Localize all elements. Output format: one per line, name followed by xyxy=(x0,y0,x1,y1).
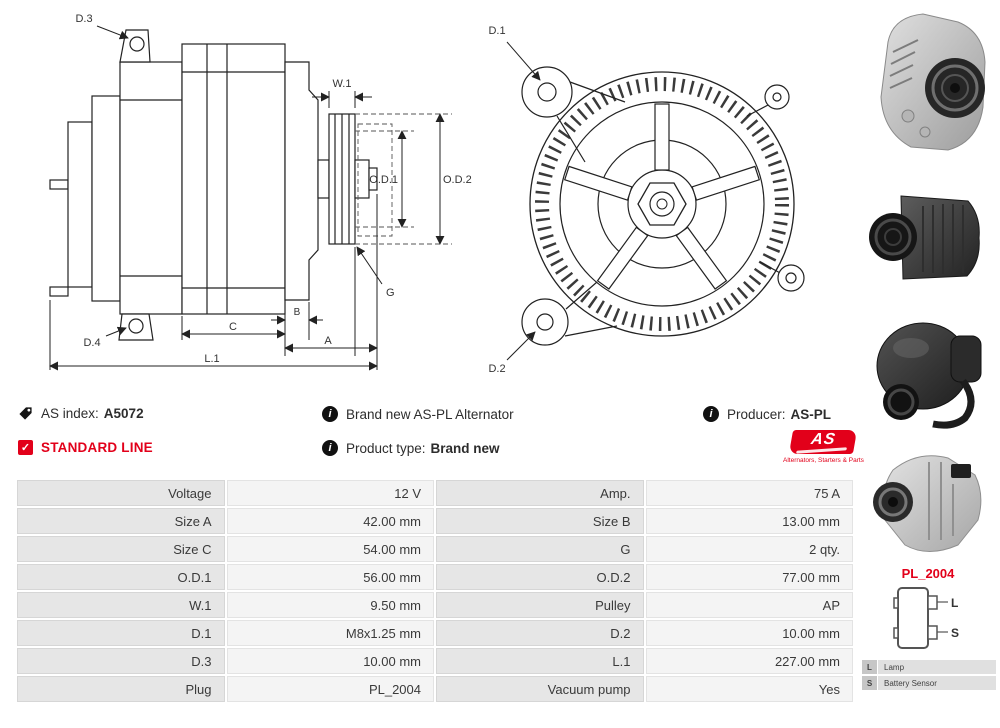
spec-cell-value: 10.00 mm xyxy=(226,648,434,674)
spec-cell-label: Voltage xyxy=(17,480,225,506)
spec-cell-value: PL_2004 xyxy=(226,676,434,702)
spec-cell-label: D.2 xyxy=(436,620,644,646)
side-view-drawing: D.3 W.1 O.D.1 O.D.2 G D.4 C B A L.1 xyxy=(49,13,472,371)
product-type-value: Brand new xyxy=(430,440,500,456)
spec-cell-label: Pulley xyxy=(436,592,644,618)
spec-cell-value: 9.50 mm xyxy=(226,592,434,618)
spec-cell-value: 77.00 mm xyxy=(645,564,853,590)
spec-cell-label: Plug xyxy=(17,676,225,702)
as-pl-logo-tagline: Alternators, Starters & Parts xyxy=(783,457,864,464)
spec-cell-label: O.D.1 xyxy=(17,564,225,590)
spec-cell-value: 2 qty. xyxy=(645,536,853,562)
spec-cell-value: Yes xyxy=(645,676,853,702)
front-dimension-leaders xyxy=(506,41,541,361)
plug-pin-bottom-label: S xyxy=(951,626,959,640)
plug-pin-top-label: L xyxy=(951,596,958,610)
alternator-front-body xyxy=(521,66,805,346)
info-icon: i xyxy=(322,440,338,456)
description-text: Brand new AS-PL Alternator xyxy=(346,406,514,422)
dimension-lines xyxy=(49,25,445,371)
producer: i Producer: AS-PL xyxy=(703,406,831,422)
as-index-value: A5072 xyxy=(103,406,144,421)
product-photo-rear-plug xyxy=(873,455,982,552)
product-photo-side xyxy=(869,195,980,280)
spec-cell-label: D.3 xyxy=(17,648,225,674)
dim-label-g: G xyxy=(386,287,395,299)
standard-line-badge: ✓ STANDARD LINE xyxy=(18,440,153,455)
plug-code: PL_2004 xyxy=(901,566,955,581)
spec-cell-value: 13.00 mm xyxy=(645,508,853,534)
spec-cell-label: G xyxy=(436,536,644,562)
spec-cell-value: 12 V xyxy=(226,480,434,506)
as-pl-logo-text: AS xyxy=(809,431,838,448)
plug-diagram: L S xyxy=(893,587,959,649)
dim-label-l1: L.1 xyxy=(204,353,219,365)
as-index: AS index: A5072 xyxy=(18,406,144,421)
spec-cell-value: 54.00 mm xyxy=(226,536,434,562)
producer-label: Producer: xyxy=(727,406,786,422)
info-icon: i xyxy=(322,406,338,422)
dim-label-w1: W.1 xyxy=(333,78,352,90)
spec-cell-label: W.1 xyxy=(17,592,225,618)
spec-cell-value: 56.00 mm xyxy=(226,564,434,590)
alternator-side-body xyxy=(49,29,378,341)
product-type-label: Product type: xyxy=(346,440,426,456)
dim-label-d3: D.3 xyxy=(75,13,92,25)
spec-cell-label: L.1 xyxy=(436,648,644,674)
plug-legend-key: S xyxy=(862,676,877,690)
product-type: i Product type: Brand new xyxy=(322,440,500,456)
as-pl-logo-mark: AS xyxy=(788,430,858,454)
plug-legend-label: Battery Sensor xyxy=(878,676,996,690)
plug-legend-label: Lamp xyxy=(878,660,996,674)
spec-cell-value: 42.00 mm xyxy=(226,508,434,534)
spec-cell-label: D.1 xyxy=(17,620,225,646)
product-photo-front-right xyxy=(880,13,986,151)
pulley-spokes xyxy=(563,103,761,290)
product-photo-angled-pump xyxy=(876,322,982,429)
spec-cell-label: Size C xyxy=(17,536,225,562)
spec-cell-value: M8x1.25 mm xyxy=(226,620,434,646)
spec-cell-label: Size A xyxy=(17,508,225,534)
as-pl-logo: AS Alternators, Starters & Parts xyxy=(783,430,864,464)
as-index-label: AS index: xyxy=(41,406,99,421)
dim-label-od1: O.D.1 xyxy=(369,174,398,186)
dim-label-d1: D.1 xyxy=(488,25,505,37)
check-icon: ✓ xyxy=(18,440,33,455)
spec-cell-label: O.D.2 xyxy=(436,564,644,590)
product-description: i Brand new AS-PL Alternator xyxy=(322,406,514,422)
producer-value: AS-PL xyxy=(790,406,832,422)
dim-label-d2: D.2 xyxy=(488,363,505,375)
info-icon: i xyxy=(703,406,719,422)
front-view-drawing: D.1 D.2 xyxy=(488,25,805,375)
standard-line-text: STANDARD LINE xyxy=(41,440,153,455)
spec-cell-value: AP xyxy=(645,592,853,618)
dim-label-b: B xyxy=(294,307,301,318)
spec-cell-value: 75 A xyxy=(645,480,853,506)
spec-cell-label: Amp. xyxy=(436,480,644,506)
dim-label-a: A xyxy=(324,335,332,347)
spec-cell-value: 10.00 mm xyxy=(645,620,853,646)
dim-label-d4: D.4 xyxy=(83,337,100,349)
spec-cell-label: Vacuum pump xyxy=(436,676,644,702)
tag-icon xyxy=(18,406,33,421)
spec-cell-label: Size B xyxy=(436,508,644,534)
plug-legend-key: L xyxy=(862,660,877,674)
dim-label-c: C xyxy=(229,321,237,333)
spec-cell-value: 227.00 mm xyxy=(645,648,853,674)
dim-label-od2: O.D.2 xyxy=(443,174,472,186)
